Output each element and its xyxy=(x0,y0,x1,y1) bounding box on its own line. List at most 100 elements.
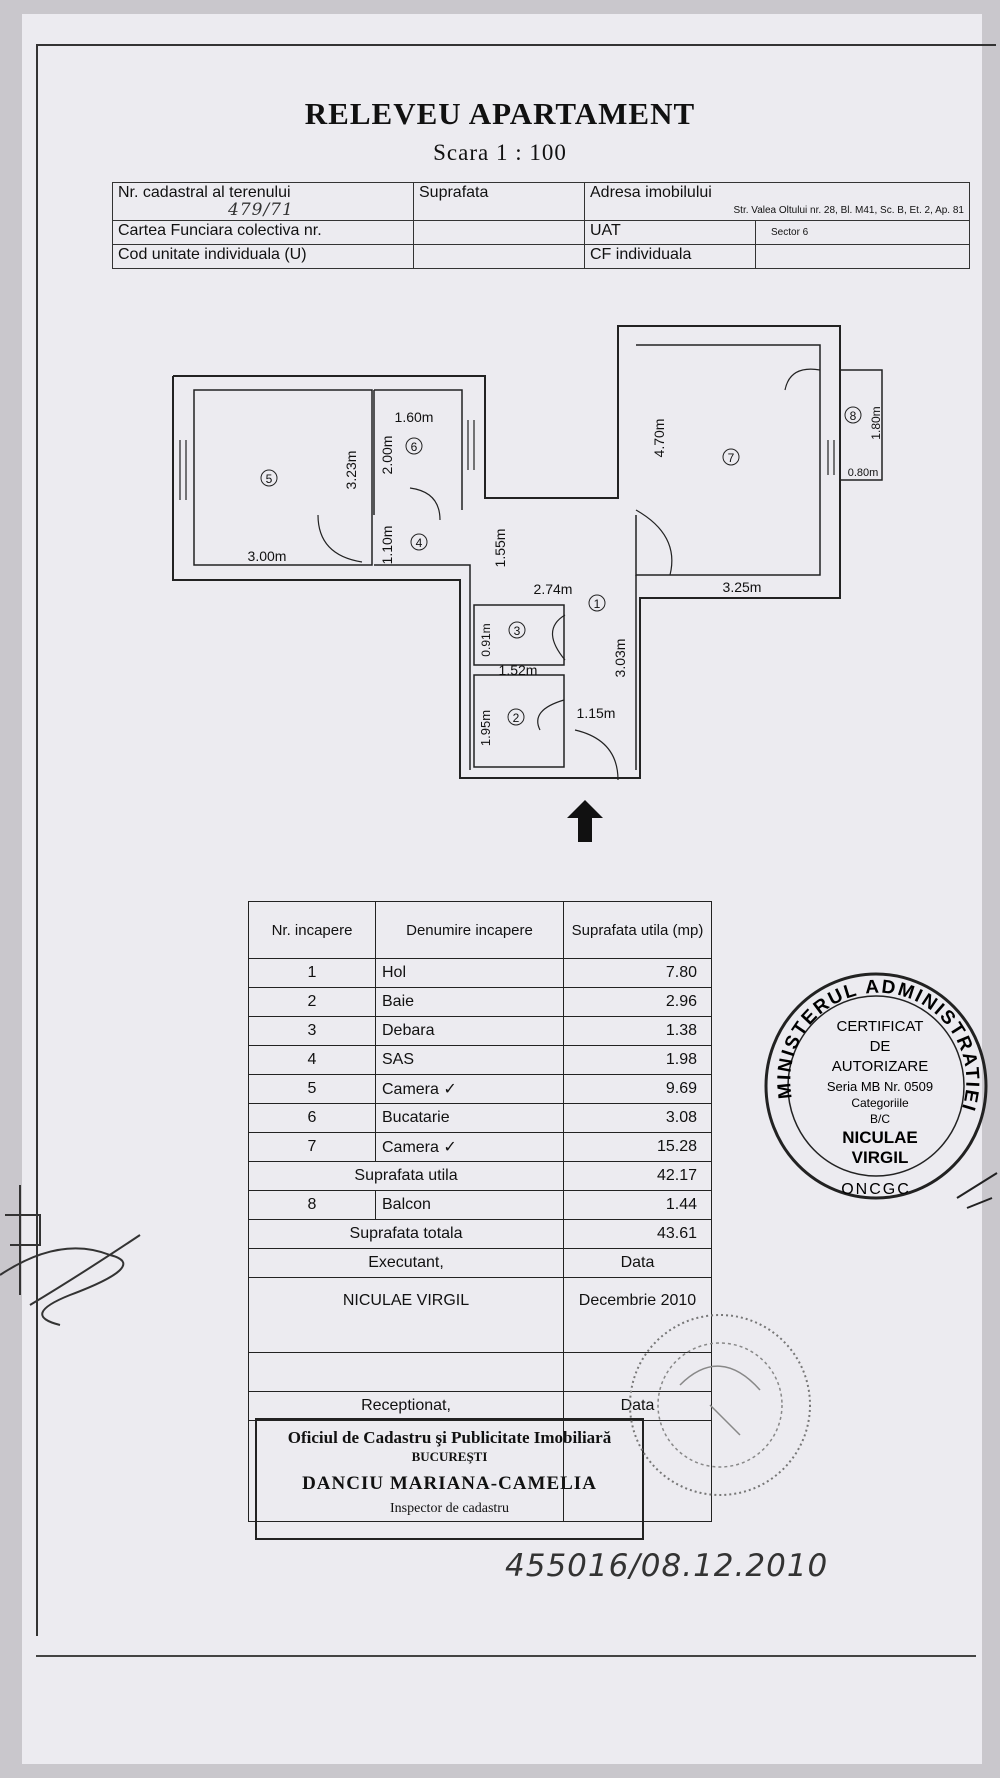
cf-colectiva-label: Cartea Funciara colectiva nr. xyxy=(118,222,322,239)
col-header-area: Suprafata utila (mp) xyxy=(563,901,712,959)
table-row: 5 Camera ✓ 9.69 xyxy=(248,1074,712,1104)
suprafata-utila-label: Suprafata utila xyxy=(248,1161,564,1191)
table-row: 3 Debara 1.38 xyxy=(248,1016,712,1046)
receptionat-value-row xyxy=(248,1420,712,1522)
room-name: Camera xyxy=(382,1081,439,1098)
room-nr: 5 xyxy=(248,1074,376,1104)
empty-cell xyxy=(248,1420,564,1522)
room-number: 8 xyxy=(850,409,857,423)
room-area: 1.98 xyxy=(563,1045,712,1075)
cf-individuala-label: CF individuala xyxy=(590,246,692,263)
room-area: 15.28 xyxy=(563,1132,712,1162)
executant-label: Executant, xyxy=(248,1248,564,1278)
room-marker xyxy=(722,448,740,466)
uat-label: UAT xyxy=(590,222,621,239)
adresa-value: Str. Valea Oltului nr. 28, Bl. M41, Sc. … xyxy=(733,205,965,216)
room-6-walls xyxy=(374,389,463,510)
room-nr: 7 xyxy=(248,1132,376,1162)
stamp-line-name: DANCIU MARIANA-CAMELIA xyxy=(302,1473,597,1494)
suprafata-utila-value: 42.17 xyxy=(563,1161,712,1191)
room-name: Bucatarie xyxy=(375,1103,564,1133)
floor-plan: 5 6 4 1 3 2 7 8 1.60m 2.00m 3.23m 3.00m … xyxy=(172,325,883,842)
table-row: 7 Camera ✓ 15.28 xyxy=(248,1132,712,1162)
room-nr: 4 xyxy=(248,1045,376,1075)
room-2-walls xyxy=(473,674,565,768)
room-nr: 1 xyxy=(248,958,376,988)
uat-value: Sector 6 xyxy=(771,227,809,238)
room-name: Camera xyxy=(382,1139,439,1156)
room-marker xyxy=(588,594,606,612)
seal-text: Seria MB Nr. 0509 xyxy=(827,1079,933,1094)
room-marker xyxy=(508,621,526,639)
door-swing xyxy=(784,368,821,391)
room-nr: 6 xyxy=(248,1103,376,1133)
room-3-walls xyxy=(473,604,565,666)
door-swing xyxy=(317,514,363,563)
empty-cell xyxy=(563,1420,712,1522)
stamp-line-office: Oficiul de Cadastru şi Publicitate Imobi… xyxy=(287,1428,612,1447)
table-row: 6 Bucatarie 3.08 xyxy=(248,1103,712,1133)
uat-value-cell: Sector 6 xyxy=(755,220,970,245)
room-number: 1 xyxy=(594,597,601,611)
col-header-name: Denumire incapere xyxy=(375,901,564,959)
table-row: 1 Hol 7.80 xyxy=(248,958,712,988)
suprafata-header-cell: Suprafata xyxy=(413,182,585,221)
rooms-table: Nr. incapere Denumire incapere Suprafata… xyxy=(248,901,712,1522)
seal-text: B/C xyxy=(870,1112,890,1126)
room-area: 9.69 xyxy=(563,1074,712,1104)
dimension-label: 1.80m xyxy=(869,406,883,439)
room-nr: 2 xyxy=(248,987,376,1017)
entrance-arrow-icon xyxy=(567,800,603,842)
room-number: 4 xyxy=(416,536,423,550)
col-header-nr: Nr. incapere xyxy=(248,901,376,959)
nr-cadastral-cell: Nr. cadastral al terenului 479/71 xyxy=(112,182,414,221)
dimension-label: 2.00m xyxy=(379,436,395,475)
room-marker xyxy=(507,708,525,726)
room-number: 2 xyxy=(513,711,520,725)
door-swing xyxy=(551,614,566,661)
room-nr: 8 xyxy=(248,1190,376,1220)
room-area: 2.96 xyxy=(563,987,712,1017)
dimension-label: 1.10m xyxy=(379,526,395,565)
header-table: Nr. cadastral al terenului 479/71 Supraf… xyxy=(112,182,970,269)
adresa-cell: Adresa imobilului Str. Valea Oltului nr.… xyxy=(584,182,970,221)
dimension-label: 0.91m xyxy=(479,623,493,656)
room-7-walls xyxy=(635,344,821,576)
cf-individuala-cell: CF individuala xyxy=(584,244,756,269)
empty-cell xyxy=(248,1352,564,1392)
executant-name: NICULAE VIRGIL xyxy=(248,1277,564,1353)
authorization-seal-icon: MINISTERUL ADMINISTRATIEI PUBLICE CERTIF… xyxy=(752,958,998,1209)
dimension-label: 1.15m xyxy=(577,705,616,721)
dimension-label: 3.00m xyxy=(248,548,287,564)
dimension-label: 1.52m xyxy=(499,662,538,678)
door-swing xyxy=(537,699,565,731)
cadastru-stamp: Oficiul de Cadastru şi Publicitate Imobi… xyxy=(255,1418,644,1540)
room-name: Hol xyxy=(375,958,564,988)
room-number: 7 xyxy=(728,451,735,465)
room-area: 7.80 xyxy=(563,958,712,988)
summary-row: Suprafata utila 42.17 xyxy=(248,1161,712,1191)
suprafata-totala-value: 43.61 xyxy=(563,1219,712,1249)
dimension-label: 3.03m xyxy=(612,639,628,678)
empty-cell xyxy=(563,1352,712,1392)
empty-cell xyxy=(755,244,970,269)
seal-text: ONCGC xyxy=(841,1181,911,1198)
suprafata-label: Suprafata xyxy=(419,184,489,201)
adresa-label: Adresa imobilului xyxy=(590,184,712,201)
room-number: 6 xyxy=(411,440,418,454)
uat-label-cell: UAT xyxy=(584,220,756,245)
cf-colectiva-cell: Cartea Funciara colectiva nr. xyxy=(112,220,414,245)
cod-unitate-label: Cod unitate individuala (U) xyxy=(118,246,307,263)
empty-cell xyxy=(413,244,585,269)
room-marker xyxy=(405,437,423,455)
table-row: 2 Baie 2.96 xyxy=(248,987,712,1017)
door-swing xyxy=(409,487,441,521)
door-swing xyxy=(574,729,619,781)
room-name-cell: Camera ✓ xyxy=(375,1132,564,1162)
room-marker xyxy=(844,406,862,424)
stamp-line-city: BUCUREŞTI xyxy=(411,1449,488,1464)
registration-number: 455016/08.12.2010 xyxy=(505,1548,829,1584)
table-row: 8 Balcon 1.44 xyxy=(248,1190,712,1220)
room-8-walls xyxy=(839,369,883,481)
nr-cadastral-label: Nr. cadastral al terenului xyxy=(118,184,291,201)
